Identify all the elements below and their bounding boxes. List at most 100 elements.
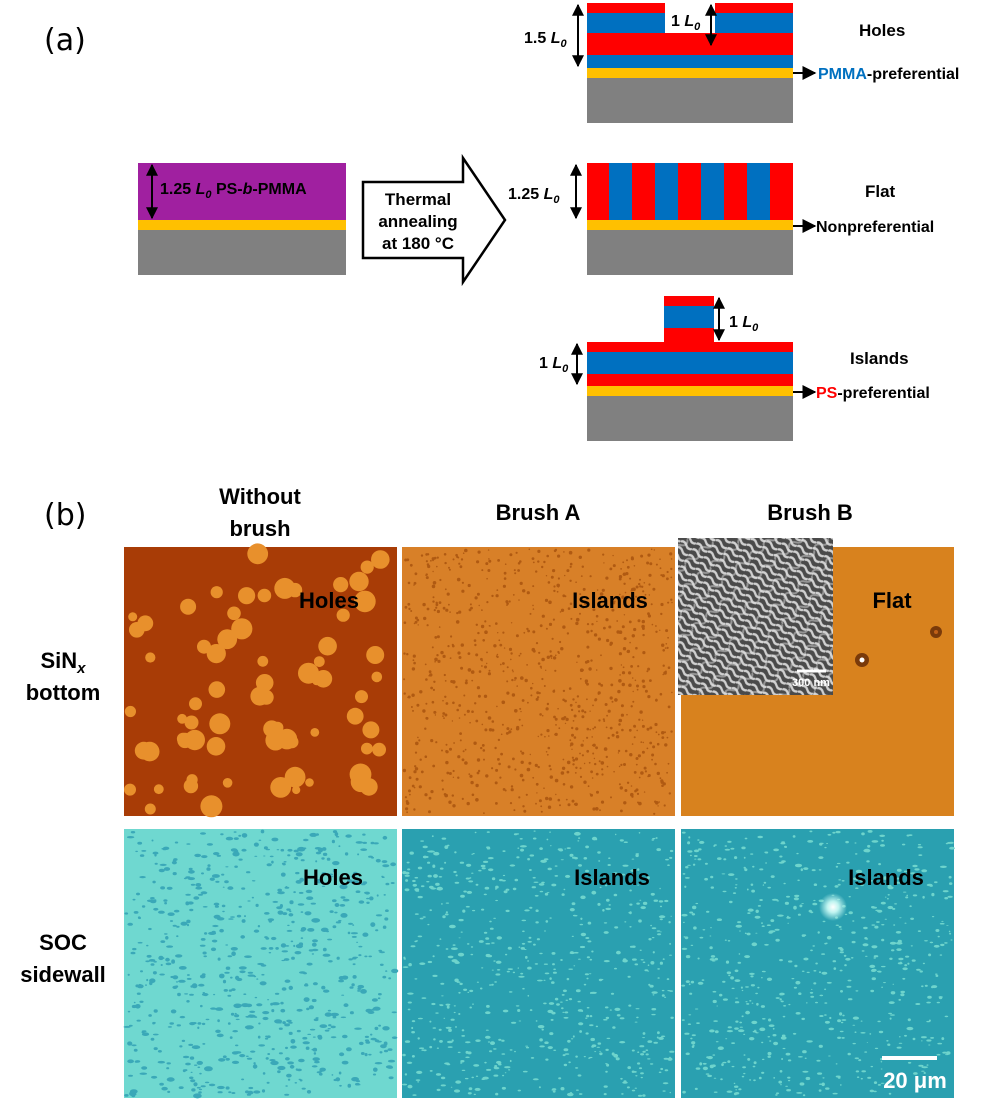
texture-feature xyxy=(436,1047,439,1049)
texture-feature xyxy=(364,955,368,958)
texture-feature xyxy=(342,898,350,902)
texture-feature xyxy=(887,886,890,888)
texture-feature xyxy=(523,949,527,950)
texture-feature xyxy=(622,573,624,576)
texture-feature xyxy=(795,980,801,985)
texture-feature xyxy=(508,647,513,652)
texture-feature xyxy=(587,548,591,552)
texture-feature xyxy=(772,1034,777,1037)
texture-feature xyxy=(590,659,593,662)
texture-feature xyxy=(706,910,710,913)
texture-feature xyxy=(714,957,718,961)
texture-feature xyxy=(859,879,865,882)
texture-feature xyxy=(738,1088,742,1091)
texture-feature xyxy=(442,712,446,715)
texture-feature xyxy=(591,836,598,841)
texture-feature xyxy=(153,1047,158,1051)
texture-feature xyxy=(884,896,887,898)
texture-feature xyxy=(285,1046,288,1050)
texture-feature xyxy=(431,700,435,704)
texture-feature xyxy=(133,1001,136,1004)
texture-feature xyxy=(642,651,646,655)
texture-feature xyxy=(234,1051,242,1054)
texture-feature xyxy=(664,996,667,998)
texture-feature xyxy=(554,733,556,736)
texture-feature xyxy=(290,1045,297,1049)
texture-feature xyxy=(634,1087,637,1089)
texture-feature xyxy=(306,896,314,900)
texture-feature xyxy=(547,1009,554,1014)
texture-feature xyxy=(285,886,288,888)
texture-feature xyxy=(312,982,318,986)
texture-feature xyxy=(746,1003,750,1005)
texture-feature xyxy=(439,938,442,940)
texture-feature xyxy=(582,587,586,591)
texture-feature xyxy=(733,1092,737,1096)
texture-feature xyxy=(637,1062,641,1065)
texture-feature xyxy=(349,1011,354,1015)
texture-feature xyxy=(508,600,511,603)
texture-feature xyxy=(642,633,645,637)
texture-feature xyxy=(491,983,494,986)
texture-feature xyxy=(924,984,928,987)
texture-feature xyxy=(287,1061,294,1065)
texture-feature xyxy=(571,935,574,938)
texture-feature xyxy=(664,670,667,673)
texture-feature xyxy=(664,1069,669,1072)
texture-feature xyxy=(283,861,287,863)
texture-feature xyxy=(459,861,465,864)
texture-feature xyxy=(222,979,227,984)
texture-feature xyxy=(328,873,334,876)
texture-feature xyxy=(439,1004,444,1007)
texture-feature xyxy=(611,1052,615,1056)
texture-feature xyxy=(362,833,366,836)
texture-feature xyxy=(880,844,885,847)
texture-feature xyxy=(545,669,547,671)
texture-feature xyxy=(874,1047,879,1050)
texture-feature xyxy=(896,948,902,951)
texture-feature xyxy=(579,677,582,680)
texture-feature xyxy=(190,985,194,988)
texture-feature xyxy=(660,1067,664,1071)
texture-feature xyxy=(201,855,208,859)
texture-feature xyxy=(657,1031,660,1035)
texture-feature xyxy=(647,553,651,557)
texture-feature xyxy=(573,736,577,739)
texture-feature xyxy=(404,1073,408,1076)
texture-feature xyxy=(471,872,474,874)
texture-feature xyxy=(504,1072,507,1074)
texture-feature xyxy=(198,1091,202,1094)
texture-feature xyxy=(622,647,627,651)
texture-feature xyxy=(761,977,763,979)
texture-feature xyxy=(878,1030,884,1034)
texture-feature xyxy=(330,1012,339,1017)
texture-feature xyxy=(665,858,669,861)
texture-feature xyxy=(437,659,441,664)
texture-feature xyxy=(450,1086,453,1088)
texture-feature xyxy=(488,984,492,986)
texture-feature xyxy=(282,1021,286,1025)
texture-feature xyxy=(124,912,129,915)
texture-feature xyxy=(473,639,477,642)
texture-feature xyxy=(881,965,886,968)
texture-feature xyxy=(565,717,569,722)
texture-feature xyxy=(554,875,559,877)
texture-feature xyxy=(127,1010,131,1013)
texture-feature xyxy=(522,589,526,593)
texture-feature xyxy=(883,876,888,880)
texture-feature xyxy=(541,614,545,618)
texture-feature xyxy=(637,619,641,623)
texture-feature xyxy=(465,1056,470,1059)
texture-feature xyxy=(743,866,746,869)
texture-feature xyxy=(233,837,239,840)
texture-feature xyxy=(350,932,358,935)
texture-feature xyxy=(432,600,435,603)
texture-feature xyxy=(898,998,901,1001)
texture-feature xyxy=(931,916,935,918)
texture-feature xyxy=(575,581,577,583)
texture-feature xyxy=(281,862,285,865)
afm-without-brush xyxy=(124,543,397,818)
texture-feature xyxy=(288,913,294,917)
texture-feature xyxy=(435,1012,439,1014)
texture-feature xyxy=(918,854,923,856)
